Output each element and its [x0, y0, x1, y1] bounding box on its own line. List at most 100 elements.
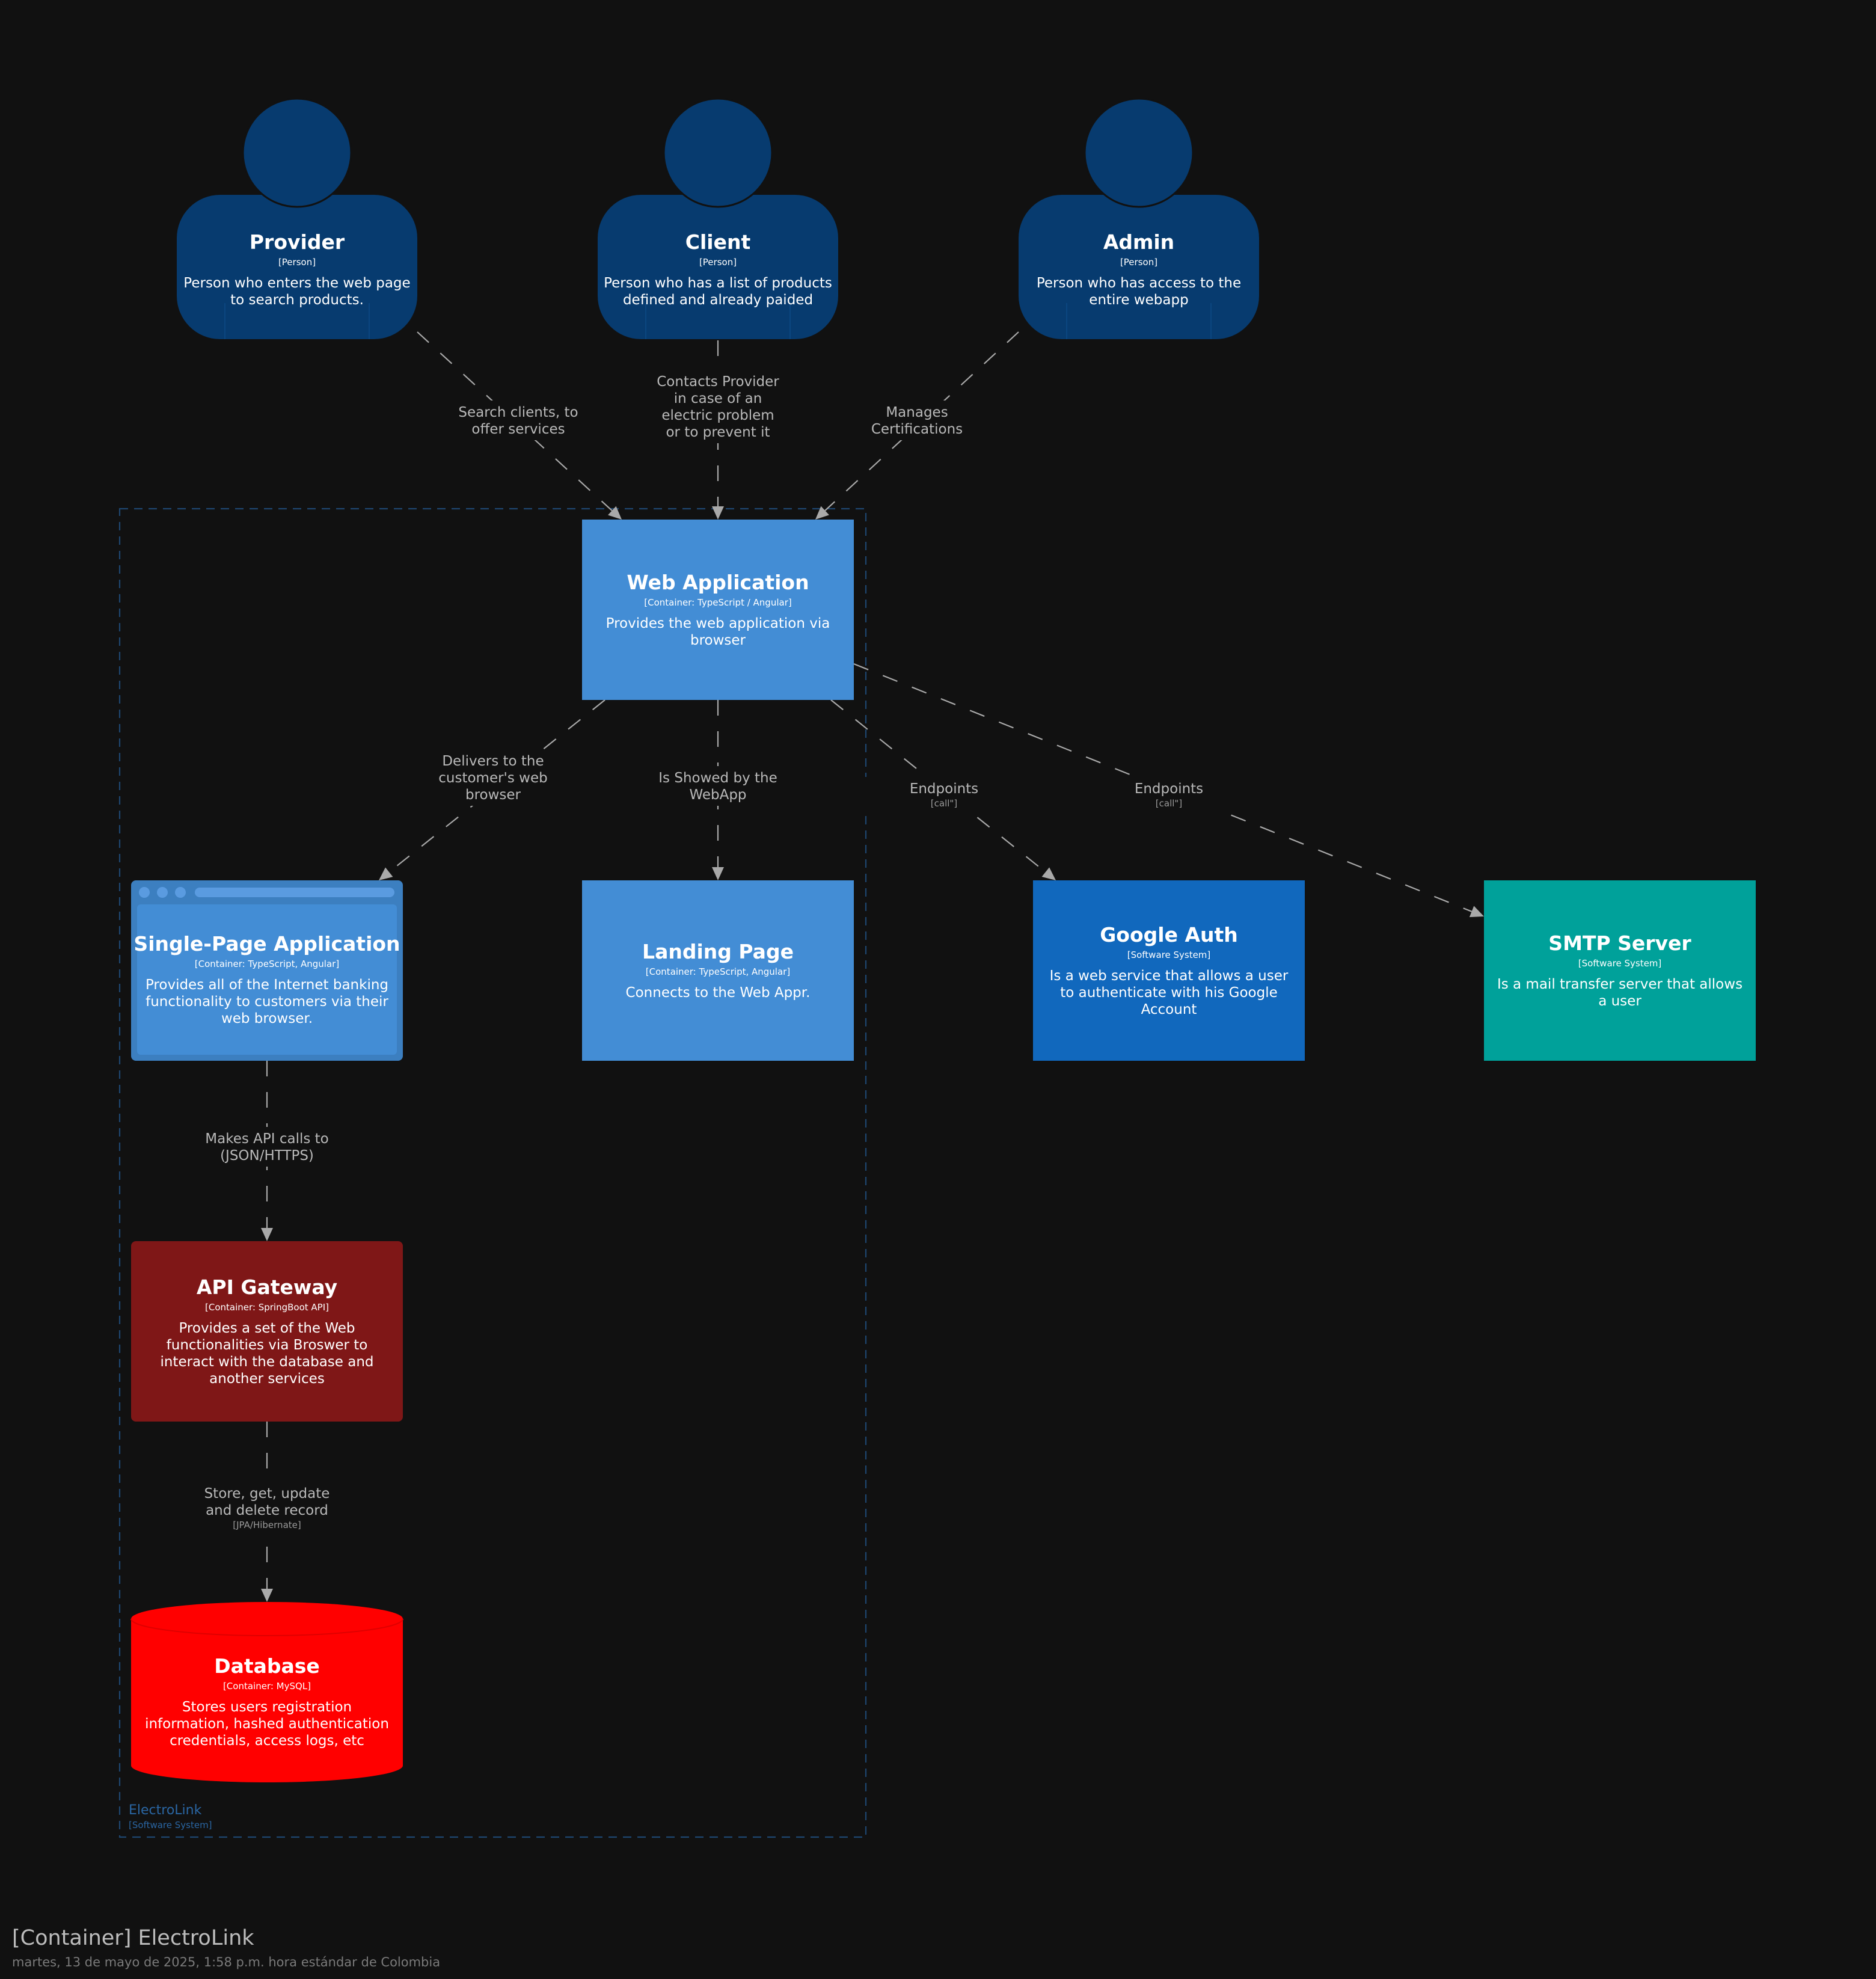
relation-label: Search clients, to [458, 405, 578, 420]
relation-label-bg [791, 400, 1043, 440]
electrolink-boundary [118, 508, 867, 1838]
relation-label: Endpoints [910, 781, 978, 797]
relation-label: browser [465, 787, 521, 803]
arrow-head-icon [379, 867, 393, 880]
node-description: Person who has a list of products [604, 275, 832, 291]
node-description: entire webapp [1089, 292, 1188, 308]
relation-label-bg [1043, 777, 1295, 812]
relation-label: WebApp [689, 787, 746, 803]
node-title: API Gateway [197, 1275, 337, 1299]
relation-webapp-google: Endpoints[call"] [818, 699, 1070, 880]
person-head-icon [663, 97, 773, 208]
database-cylinder-icon [131, 1602, 403, 1782]
node-webapp: Web Application [Container: TypeScript / … [582, 520, 854, 700]
node-landing: Landing Page [Container: TypeScript, Angu… [582, 880, 854, 1061]
arrow-head-icon [1469, 906, 1484, 918]
node-title: Google Auth [1100, 923, 1238, 947]
node-description: another services [209, 1371, 325, 1387]
node-title: Single-Page Application [133, 932, 400, 956]
node-description: to authenticate with his Google [1060, 985, 1278, 1001]
person-body [1019, 195, 1259, 339]
arrow-head-icon [712, 506, 724, 520]
arrow-head-icon [608, 506, 622, 520]
node-title: Admin [1103, 230, 1174, 254]
address-bar [195, 888, 394, 897]
node-description: Is a web service that allows a user [1050, 968, 1289, 984]
relation-label-bg [141, 1127, 393, 1167]
boundary-type: [Software System] [129, 1820, 212, 1830]
node-technology: [Container: TypeScript / Angular] [644, 597, 791, 608]
person-body [177, 195, 417, 339]
relation-label-bg [141, 1482, 393, 1533]
node-title: Database [214, 1654, 320, 1678]
relation-technology: [JPA/Hibernate] [233, 1520, 301, 1530]
node-description: web browser. [221, 1011, 313, 1026]
relation-label: Delivers to the [442, 753, 544, 769]
relation-label: Manages [886, 405, 948, 420]
node-title: SMTP Server [1548, 931, 1691, 955]
node-description: Provides a set of the Web [179, 1321, 355, 1336]
relation-label: electric problem [661, 408, 774, 423]
relation-label: Makes API calls to [205, 1131, 328, 1147]
node-technology: [Container: TypeScript, Angular] [646, 966, 790, 977]
person-body [598, 195, 838, 339]
node-description: Connects to the Web Appr. [626, 985, 811, 1001]
arrow-head-icon [1041, 867, 1056, 880]
node-description: browser [690, 633, 746, 648]
node-title: Landing Page [642, 940, 794, 963]
relation-label: or to prevent it [666, 425, 770, 440]
relation-label: and delete record [206, 1503, 328, 1518]
node-box [582, 880, 854, 1061]
relation-label: Is Showed by the [658, 770, 777, 786]
node-title: Provider [250, 230, 345, 254]
node-description: Is a mail transfer server that allows [1497, 977, 1743, 992]
node-title: Client [685, 230, 751, 254]
node-technology: [Container: MySQL] [223, 1681, 311, 1692]
node-description: Account [1141, 1002, 1197, 1017]
diagram-date: martes, 13 de mayo de 2025, 1:58 p.m. ho… [12, 1955, 441, 1969]
node-technology: [Person] [1120, 257, 1157, 268]
node-box [1484, 880, 1756, 1061]
node-technology: [Software System] [1127, 950, 1211, 960]
node-box [582, 520, 854, 700]
relation-spa-api: Makes API calls to(JSON/HTTPS) [141, 1061, 393, 1241]
node-description: interact with the database and [160, 1354, 373, 1370]
relation-webapp-smtp: Endpoints[call"] [853, 663, 1484, 918]
relation-label-bg [367, 749, 619, 806]
node-box [1033, 880, 1305, 1061]
boundary-name: ElectroLink [129, 1803, 202, 1818]
node-description: credentials, access logs, etc [170, 1733, 364, 1749]
node-title: Web Application [627, 571, 809, 594]
node-description: Provides all of the Internet banking [146, 977, 388, 993]
relation-label: Endpoints [1135, 781, 1203, 797]
diagram-title: [Container] ElectroLink [12, 1926, 254, 1950]
node-description: information, hashed authentication [145, 1716, 389, 1732]
node-description: defined and already paided [623, 292, 813, 308]
arrow-head-icon [261, 1228, 273, 1241]
node-description: Provides the web application via [606, 616, 830, 631]
node-spa: Single-Page Application[Container: TypeS… [131, 880, 403, 1061]
relation-label: Certifications [871, 422, 963, 437]
node-technology: [Person] [278, 257, 316, 268]
node-description: to search products. [230, 292, 364, 308]
node-technology: [Person] [699, 257, 737, 268]
window-dot-icon [157, 887, 168, 898]
node-technology: [Software System] [1578, 958, 1662, 969]
node-description: Person who enters the web page [183, 275, 410, 291]
node-api: API Gateway [Container: SpringBoot API] Pr… [131, 1241, 403, 1422]
relation-label: Contacts Provider [657, 374, 779, 390]
window-dot-icon [175, 887, 186, 898]
node-technology: [Container: SpringBoot API] [205, 1302, 329, 1313]
relation-label: in case of an [674, 391, 762, 407]
relation-label-bg [592, 766, 844, 806]
node-description: Person who has access to the [1037, 275, 1241, 291]
person-client: Client [Person] Person who has a list of p… [598, 97, 838, 339]
node-box [131, 1241, 403, 1422]
relation-label-bg [818, 777, 1070, 812]
